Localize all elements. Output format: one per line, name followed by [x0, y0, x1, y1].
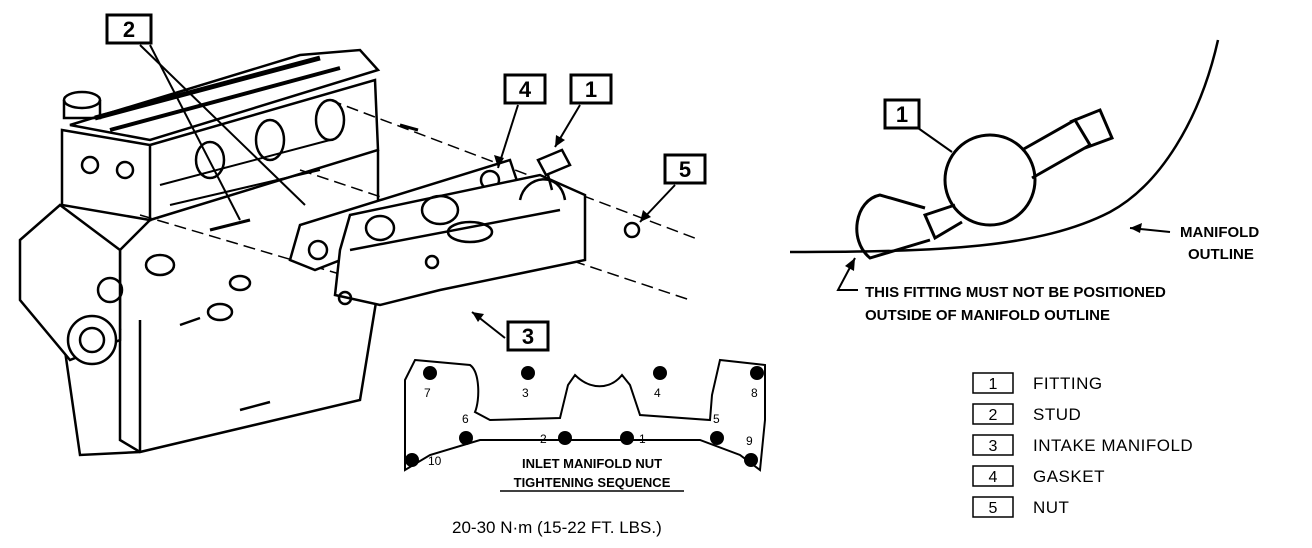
legend-item-fitting: 1 FITTING: [972, 372, 1103, 394]
callout-gasket: 4: [494, 73, 547, 169]
svg-text:TIGHTENING SEQUENCE: TIGHTENING SEQUENCE: [514, 475, 671, 490]
nut-2: 2: [540, 431, 572, 446]
engine-block-illustration: [18, 48, 701, 457]
nut-7: 7: [423, 366, 437, 400]
svg-text:5: 5: [989, 500, 998, 517]
callout-stud-label: 2: [123, 17, 135, 42]
svg-text:10: 10: [428, 454, 442, 468]
svg-text:INTAKE MANIFOLD: INTAKE MANIFOLD: [1033, 436, 1193, 455]
svg-text:OUTLINE: OUTLINE: [1188, 246, 1254, 263]
callout-fitting: 1: [554, 73, 613, 148]
tightening-sequence: 7 3 4 8 6 2 1 5 9 10 INLET MANIFOLD NUT …: [404, 358, 766, 492]
callout-nut: 5: [639, 153, 707, 223]
svg-text:GASKET: GASKET: [1033, 467, 1105, 486]
nut-1: 1: [620, 431, 646, 446]
nut-10: 10: [405, 453, 442, 468]
legend-item-nut: 5 NUT: [972, 496, 1069, 518]
svg-text:3: 3: [522, 386, 529, 400]
svg-text:3: 3: [522, 324, 534, 349]
nut-3: 3: [521, 366, 535, 400]
svg-text:1: 1: [639, 432, 646, 446]
legend-item-stud: 2 STUD: [972, 403, 1081, 425]
svg-text:1: 1: [989, 376, 998, 393]
torque-spec: 20-30 N·m (15-22 FT. LBS.): [452, 518, 662, 537]
svg-text:FITTING: FITTING: [1033, 374, 1103, 393]
legend-item-intake-manifold: 3 INTAKE MANIFOLD: [972, 434, 1193, 456]
callout-stud: 2: [105, 13, 306, 221]
nut-4: 4: [653, 366, 667, 400]
svg-text:5: 5: [713, 412, 720, 426]
nut-9: 9: [744, 434, 758, 467]
svg-text:2: 2: [989, 407, 998, 424]
svg-text:1: 1: [585, 77, 597, 102]
positioning-warning: THIS FITTING MUST NOT BE POSITIONED OUTS…: [836, 257, 1166, 324]
nut-5: 5: [710, 412, 724, 445]
fitting-detail: 1: [789, 39, 1220, 260]
svg-text:7: 7: [424, 386, 431, 400]
svg-text:OUTSIDE OF MANIFOLD OUTLINE: OUTSIDE OF MANIFOLD OUTLINE: [865, 307, 1110, 324]
svg-text:4: 4: [519, 77, 532, 102]
svg-text:STUD: STUD: [1033, 405, 1081, 424]
manifold-outline-label: MANIFOLD OUTLINE: [1129, 223, 1259, 263]
svg-text:1: 1: [896, 102, 908, 127]
svg-text:4: 4: [654, 386, 661, 400]
svg-text:6: 6: [462, 412, 469, 426]
svg-text:INLET MANIFOLD NUT: INLET MANIFOLD NUT: [522, 456, 662, 471]
callout-manifold: 3: [471, 311, 550, 352]
nut-6: 6: [459, 412, 473, 445]
nut-8: 8: [750, 366, 764, 400]
svg-text:THIS FITTING MUST NOT BE POSIT: THIS FITTING MUST NOT BE POSITIONED: [865, 284, 1166, 301]
svg-text:8: 8: [751, 386, 758, 400]
svg-text:4: 4: [989, 469, 998, 486]
svg-text:9: 9: [746, 434, 753, 448]
legend-item-gasket: 4 GASKET: [972, 465, 1105, 487]
svg-text:5: 5: [679, 157, 691, 182]
legend: 1 FITTING 2 STUD 3 INTAKE MANIFOLD 4 GAS…: [972, 372, 1193, 518]
svg-text:NUT: NUT: [1033, 498, 1069, 517]
svg-text:3: 3: [989, 438, 998, 455]
svg-text:MANIFOLD: MANIFOLD: [1180, 224, 1259, 241]
svg-text:2: 2: [540, 432, 547, 446]
intake-manifold-illustration: [288, 148, 641, 307]
